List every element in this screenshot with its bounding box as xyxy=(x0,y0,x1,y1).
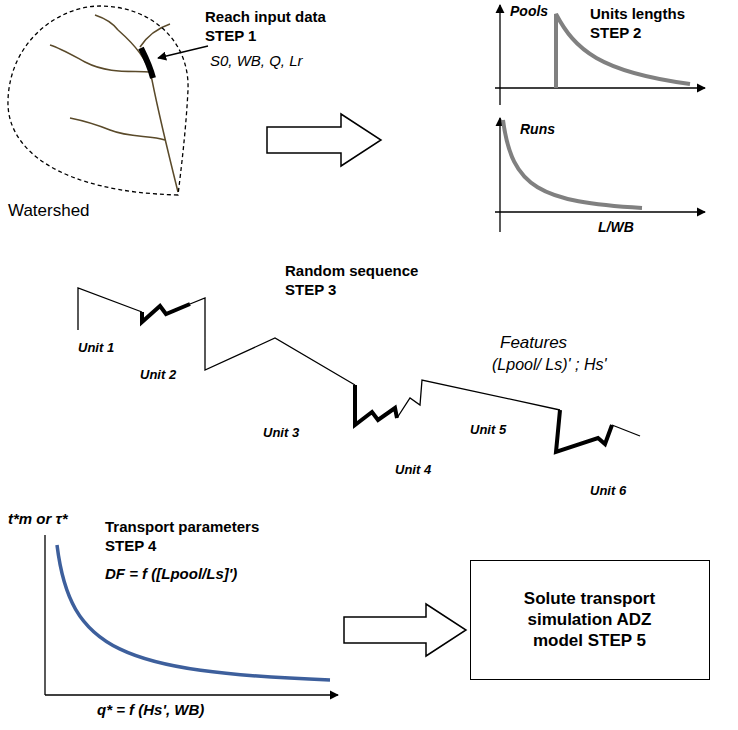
unit-label: Unit 5 xyxy=(470,422,506,437)
river xyxy=(118,30,178,192)
process-box: Solute transport simulation ADZ model ST… xyxy=(470,560,710,680)
unit-label: Unit 1 xyxy=(78,340,114,355)
panel-caption: Watershed xyxy=(8,200,90,221)
transport-curve xyxy=(57,545,330,680)
runs-axes xyxy=(495,118,705,232)
river xyxy=(50,45,150,72)
unit-label: Unit 4 xyxy=(395,462,431,477)
plot-label: Runs xyxy=(520,121,555,139)
river xyxy=(140,24,170,47)
step-heading: Random sequence STEP 3 xyxy=(285,262,435,300)
unit-label: Unit 3 xyxy=(263,425,299,440)
step-heading: Reach input data STEP 1 xyxy=(205,8,345,46)
block-arrow xyxy=(344,604,466,656)
sequence-panel: Random sequence STEP 3 Features(Lpool/ Ls… xyxy=(60,262,660,502)
axis-label: L/WB xyxy=(598,219,634,237)
axis-label: q* = f (Hs', WB) xyxy=(97,701,204,720)
input-variables: S0, WB, Q, Lr xyxy=(210,52,303,71)
study-reach xyxy=(141,48,153,78)
features-formula: (Lpool/ Ls)' ; Hs' xyxy=(492,355,607,375)
unit-label: Unit 6 xyxy=(590,483,626,498)
step-heading: Units lengths STEP 2 xyxy=(590,5,705,43)
watershed-panel: Reach input data STEP 1S0, WB, Q, LrWate… xyxy=(5,5,263,225)
watershed-outline xyxy=(8,6,188,195)
plot-label: Pools xyxy=(510,3,548,21)
bed-profile xyxy=(78,288,640,452)
formula: DF = f ([Lpool/Ls]') xyxy=(105,565,237,584)
pools-axes xyxy=(495,5,705,105)
river xyxy=(95,15,118,30)
runs-distribution xyxy=(503,120,642,208)
step-heading: Transport parameters STEP 4 xyxy=(105,518,285,556)
transport-panel: t*m or τ* Transport parameters STEP 4 DF =… xyxy=(5,505,340,727)
transport-axes xyxy=(45,535,338,695)
features-heading: Features xyxy=(500,332,567,353)
unit-label: Unit 2 xyxy=(140,367,176,382)
axis-label: t*m or τ* xyxy=(8,510,67,529)
block-arrow xyxy=(267,114,381,166)
river-network xyxy=(50,15,178,192)
box-text: Solute transport simulation ADZ model ST… xyxy=(507,588,672,652)
unit-length-panel: Units lengths STEP 2 PoolsRunsL/WB xyxy=(385,3,710,238)
river xyxy=(70,118,165,140)
leader-line xyxy=(158,46,208,58)
